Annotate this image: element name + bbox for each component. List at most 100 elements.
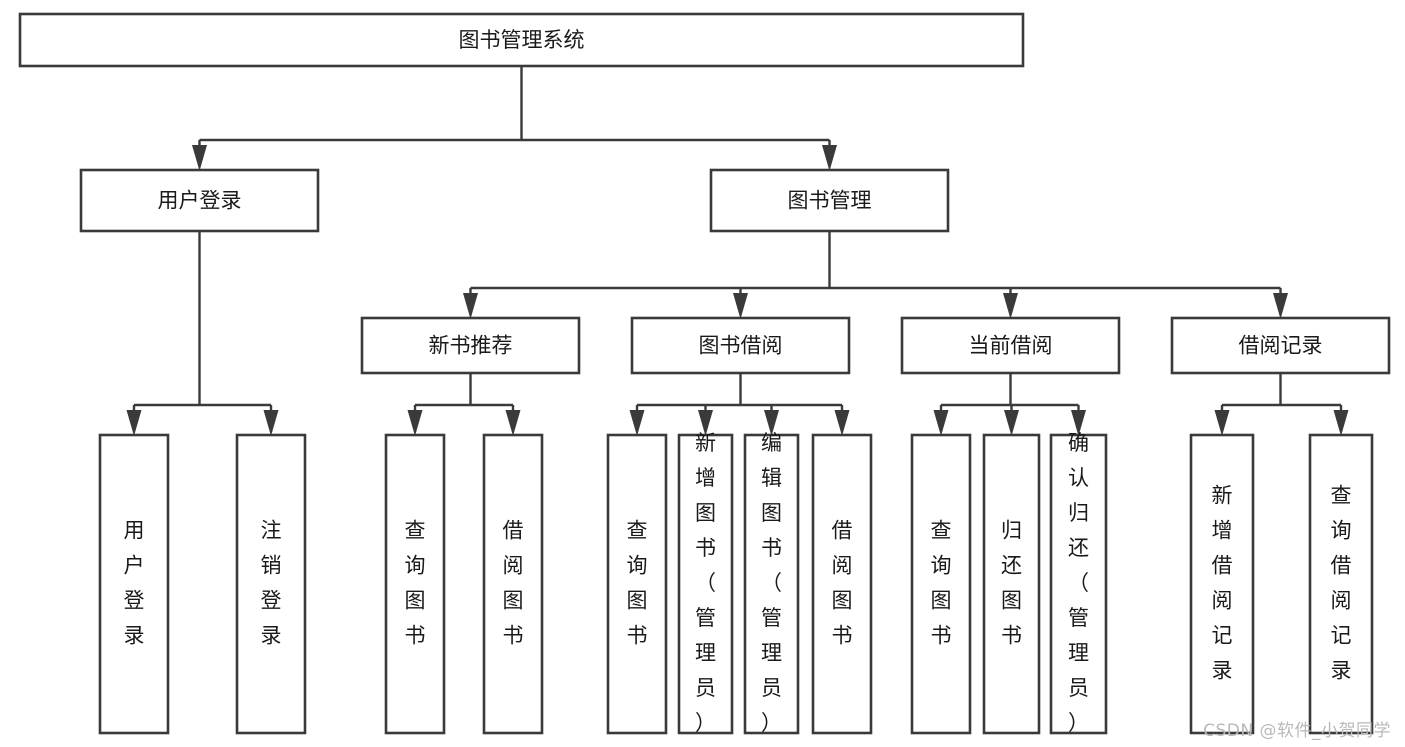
node-box-leaf-borrow-book-1[interactable] [482,433,544,735]
node-box-leaf-confirm-return[interactable] [1049,433,1108,735]
svg-text:阅: 阅 [503,554,524,578]
node-book-borrow[interactable]: 图书借阅 [630,316,851,375]
node-root[interactable]: 图书管理系统 [18,12,1025,68]
node-box-book-borrow[interactable] [630,316,851,375]
svg-text:销: 销 [261,554,282,578]
svg-text:（: （ [695,571,716,595]
svg-text:）: ） [695,711,716,735]
svg-text:认: 认 [1068,466,1089,490]
svg-text:）: ） [761,711,782,735]
node-box-leaf-user-logout[interactable] [235,433,307,735]
node-box-leaf-query-book-1[interactable] [384,433,446,735]
svg-text:书: 书 [1001,624,1022,648]
connector-group-new-book-recommend [407,373,521,436]
svg-text:管: 管 [695,606,716,630]
svg-text:询: 询 [931,554,952,578]
edges-layer [126,66,1349,436]
svg-text:阅: 阅 [1212,589,1233,613]
node-box-leaf-query-book-2[interactable] [606,433,668,735]
svg-text:理: 理 [761,641,782,665]
svg-text:图: 图 [931,589,952,613]
connector-group-root [192,66,837,171]
svg-text:员: 员 [761,676,782,700]
node-box-current-borrow[interactable] [900,316,1121,375]
svg-text:录: 录 [261,624,282,648]
node-label-book-borrow: 图书借阅 [699,334,783,358]
node-book-manage[interactable]: 图书管理 [709,168,950,233]
svg-text:书: 书 [627,624,648,648]
node-user-login[interactable]: 用户登录 [79,168,320,233]
node-box-borrow-records[interactable] [1170,316,1391,375]
node-box-leaf-borrow-book-2[interactable] [811,433,873,735]
svg-text:新: 新 [1212,484,1233,508]
svg-text:确: 确 [1068,431,1089,455]
svg-text:书: 书 [503,624,524,648]
node-label-book-manage: 图书管理 [788,189,872,213]
connector-group-book-manage [463,231,1288,319]
node-label-leaf-user-login: 用户登录 [124,519,145,648]
svg-text:记: 记 [1331,624,1352,648]
node-new-book-recommend[interactable]: 新书推荐 [360,316,581,375]
svg-text:员: 员 [1068,676,1089,700]
svg-text:）: ） [1068,711,1089,735]
connector-group-user-login [126,231,279,436]
svg-text:书: 书 [761,536,782,560]
svg-text:图: 图 [695,501,716,525]
svg-text:管: 管 [1068,606,1089,630]
svg-text:询: 询 [627,554,648,578]
svg-text:（: （ [761,571,782,595]
node-borrow-records[interactable]: 借阅记录 [1170,316,1391,375]
node-box-leaf-user-login[interactable] [98,433,170,735]
svg-text:询: 询 [405,554,426,578]
node-current-borrow[interactable]: 当前借阅 [900,316,1121,375]
node-box-leaf-edit-book[interactable] [743,433,800,735]
svg-text:归: 归 [1068,501,1089,525]
svg-text:（: （ [1068,571,1089,595]
node-leaf-user-login[interactable]: 用户登录 [98,433,170,735]
svg-text:借: 借 [1212,554,1233,578]
node-box-leaf-add-book[interactable] [677,433,734,735]
svg-text:图: 图 [761,501,782,525]
svg-text:理: 理 [1068,641,1089,665]
node-box-book-manage[interactable] [709,168,950,233]
svg-text:增: 增 [695,466,716,490]
svg-text:书: 书 [931,624,952,648]
svg-text:录: 录 [124,624,145,648]
svg-text:管: 管 [761,606,782,630]
node-box-user-login[interactable] [79,168,320,233]
node-box-leaf-query-borrow-record[interactable] [1308,433,1374,735]
node-box-new-book-recommend[interactable] [360,316,581,375]
node-box-leaf-add-borrow-record[interactable] [1189,433,1255,735]
node-label-user-login: 用户登录 [158,189,242,213]
connector-group-book-borrow [629,373,850,436]
svg-text:图: 图 [832,589,853,613]
node-box-leaf-return-book[interactable] [982,433,1041,735]
node-box-leaf-query-book-3[interactable] [910,433,972,735]
node-label-root: 图书管理系统 [459,28,585,52]
svg-text:查: 查 [627,519,648,543]
node-label-current-borrow: 当前借阅 [969,334,1053,358]
svg-text:借: 借 [503,519,524,543]
svg-text:登: 登 [124,589,145,613]
svg-text:查: 查 [1331,484,1352,508]
svg-text:增: 增 [1212,519,1233,543]
node-box-root[interactable] [18,12,1025,68]
svg-text:书: 书 [695,536,716,560]
